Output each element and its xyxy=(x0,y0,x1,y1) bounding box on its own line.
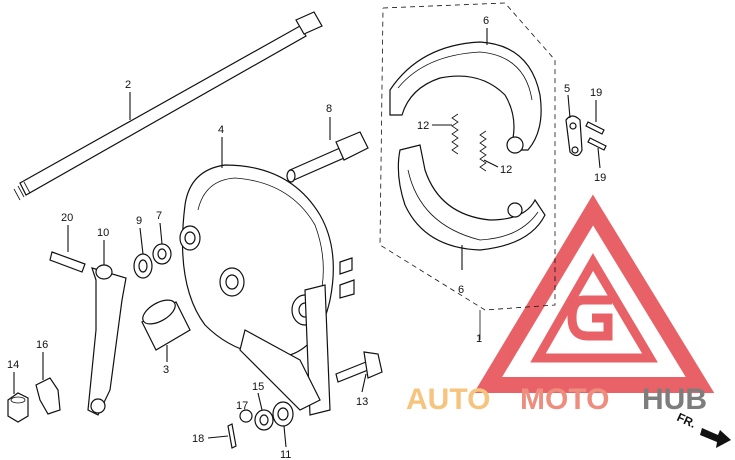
callout-15: 15 xyxy=(252,381,264,393)
front-arrow-icon xyxy=(700,428,731,448)
callout-6-lower: 6 xyxy=(458,284,464,296)
callout-7: 7 xyxy=(156,210,162,222)
callout-6-upper: 6 xyxy=(483,15,489,27)
brake-cam xyxy=(286,131,369,183)
callout-14: 14 xyxy=(7,359,19,371)
callout-19-upper: 19 xyxy=(590,87,602,99)
callout-13: 13 xyxy=(356,396,368,408)
brake-shoe-upper xyxy=(389,41,542,154)
callout-4: 4 xyxy=(218,124,224,136)
callout-16: 16 xyxy=(36,339,48,351)
callout-20: 20 xyxy=(61,212,73,224)
leader-lines xyxy=(13,28,601,448)
callout-12-upper: 12 xyxy=(417,120,429,132)
watermark-hub: HUB xyxy=(642,383,707,416)
bolt-and-washers xyxy=(227,351,383,449)
callout-11: 11 xyxy=(280,449,291,460)
watermark-moto: MOTO xyxy=(520,383,609,416)
callout-2: 2 xyxy=(125,79,131,91)
watermark-auto: AUTO xyxy=(406,383,490,416)
collar xyxy=(141,299,191,351)
callout-3: 3 xyxy=(163,364,169,376)
assembly-outline xyxy=(379,2,556,340)
axle xyxy=(13,11,323,201)
callout-8: 8 xyxy=(326,103,332,115)
callout-12-lower: 12 xyxy=(500,164,512,176)
brake-panel xyxy=(179,164,355,416)
seal-and-washer xyxy=(133,243,172,279)
callout-9: 9 xyxy=(136,215,142,227)
brake-shoe-lower xyxy=(397,144,546,251)
brake-arm xyxy=(49,251,127,416)
callout-5: 5 xyxy=(564,83,570,95)
callout-18: 18 xyxy=(192,433,204,445)
springs xyxy=(451,113,487,172)
watermark-wordmark: AUTO MOTO HUB xyxy=(406,383,707,416)
callout-numbers: 1 2 3 4 5 6 6 7 8 9 10 11 12 12 13 14 15… xyxy=(7,15,606,460)
callout-1: 1 xyxy=(476,333,482,345)
callout-19-lower: 19 xyxy=(594,172,606,184)
link-plate xyxy=(565,115,607,157)
callout-17: 17 xyxy=(236,400,248,412)
nut-and-clip xyxy=(7,377,61,423)
callout-10: 10 xyxy=(97,227,109,239)
watermark-logo xyxy=(473,194,715,393)
